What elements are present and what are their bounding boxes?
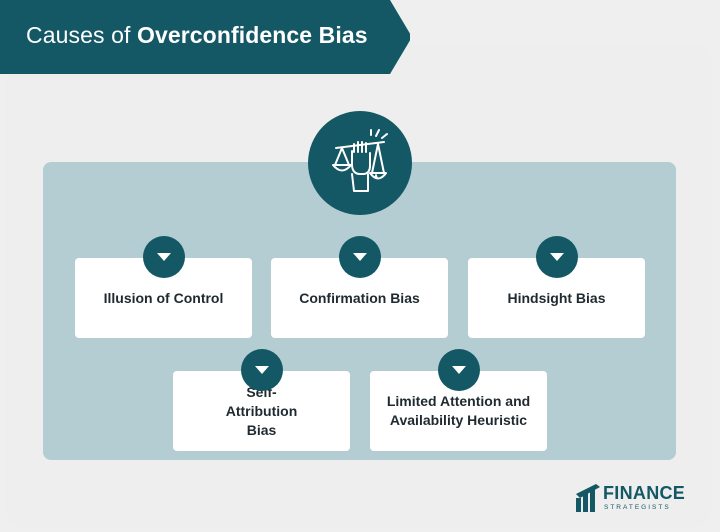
center-icon-circle [308, 111, 412, 215]
chevron-down-icon [241, 349, 283, 391]
finance-strategists-logo: FINANCE STRATEGISTS [576, 482, 696, 518]
page-title: Causes of Overconfidence Bias [26, 22, 368, 49]
cause-hindsight-bias: Hindsight Bias [468, 258, 645, 338]
cause-label: Self-Attribution Bias [225, 383, 298, 438]
chevron-down-icon [536, 236, 578, 278]
cause-label: Confirmation Bias [299, 289, 420, 306]
cause-label: Hindsight Bias [507, 289, 606, 306]
chevron-down-icon [143, 236, 185, 278]
chevron-down-icon [339, 236, 381, 278]
title-prefix: Causes of [26, 22, 137, 48]
title-banner: Causes of Overconfidence Bias [0, 0, 410, 74]
logo-subtitle: STRATEGISTS [604, 504, 671, 511]
scales-hand-icon [332, 129, 388, 192]
chevron-down-icon [438, 349, 480, 391]
logo-name: FINANCE [603, 483, 686, 503]
logo-mark-icon [576, 484, 600, 512]
cause-label: Illusion of Control [103, 289, 224, 306]
title-emphasis: Overconfidence Bias [136, 22, 368, 48]
cause-label: Limited Attention and Availability Heuri… [386, 393, 531, 428]
